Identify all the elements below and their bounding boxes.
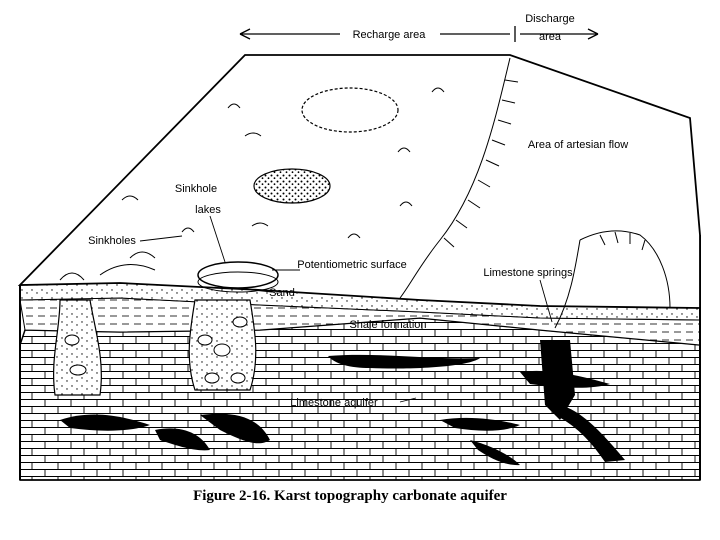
recharge-area-label: Recharge area (353, 29, 427, 41)
sinkholes-label: Sinkholes (88, 235, 136, 247)
discharge-area-label-line2: area (539, 31, 562, 43)
limestone-aquifer-label: Limestone aquifer (290, 397, 378, 409)
figure-caption: Figure 2-16. Karst topography carbonate … (193, 488, 507, 504)
sand-label: Sand (269, 287, 295, 299)
limestone-springs-label: Limestone springs (483, 267, 573, 279)
lake-upper (302, 88, 398, 132)
shale-formation-label: Shale formation (349, 319, 426, 331)
discharge-area-label-line1: Discharge (525, 13, 575, 25)
potentiometric-surface-label: Potentiometric surface (297, 259, 406, 271)
sinkhole-lake-speckled (254, 169, 330, 203)
sinkhole-lakes-label-line2: lakes (195, 204, 221, 216)
artesian-flow-label: Area of artesian flow (528, 139, 628, 151)
sinkhole-lakes-label-line1: Sinkhole (175, 183, 217, 195)
